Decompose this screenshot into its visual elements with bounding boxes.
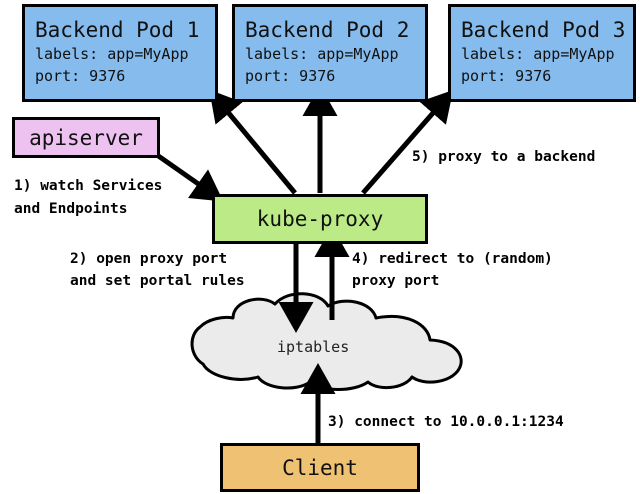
client-label: Client — [282, 455, 358, 480]
annotation-step-3: 3) connect to 10.0.0.1:1234 — [328, 414, 564, 430]
pod-labels: labels: app=MyApp — [461, 45, 615, 63]
pod-labels: labels: app=MyApp — [245, 45, 399, 63]
annotation-step-2-line-2: and set portal rules — [70, 273, 245, 289]
annotation-step-4-line-1: 4) redirect to (random) — [352, 251, 553, 267]
annotation-step-1-line-2: and Endpoints — [14, 201, 128, 217]
arrow-apiserver-to-kubeproxy — [155, 152, 224, 202]
client-node[interactable]: Client — [220, 443, 420, 492]
annotation-step-4-line-2: proxy port — [352, 273, 440, 289]
pod-title: Backend Pod 1 — [35, 18, 200, 42]
pod-title: Backend Pod 2 — [245, 18, 410, 42]
backend-pod-1[interactable]: Backend Pod 1 labels: app=MyApp port: 93… — [22, 4, 218, 102]
pod-port: port: 9376 — [245, 67, 336, 85]
pod-title: Backend Pod 3 — [461, 18, 626, 42]
pod-port: port: 9376 — [461, 67, 552, 85]
backend-pod-2[interactable]: Backend Pod 2 labels: app=MyApp port: 93… — [232, 4, 428, 102]
apiserver-node[interactable]: apiserver — [12, 117, 160, 158]
kube-proxy-node[interactable]: kube-proxy — [212, 194, 428, 244]
backend-pod-3[interactable]: Backend Pod 3 labels: app=MyApp port: 93… — [448, 4, 636, 102]
arrow-kubeproxy-to-pod1 — [209, 89, 297, 195]
apiserver-label: apiserver — [29, 125, 143, 150]
annotation-step-5: 5) proxy to a backend — [412, 149, 596, 165]
kube-proxy-label: kube-proxy — [256, 207, 384, 231]
pod-port: port: 9376 — [35, 67, 126, 85]
pod-labels: labels: app=MyApp — [35, 45, 189, 63]
iptables-label: iptables — [277, 338, 350, 356]
annotation-step-1-line-1: 1) watch Services — [14, 178, 163, 194]
annotation-step-2-line-1: 2) open proxy port — [70, 251, 228, 267]
